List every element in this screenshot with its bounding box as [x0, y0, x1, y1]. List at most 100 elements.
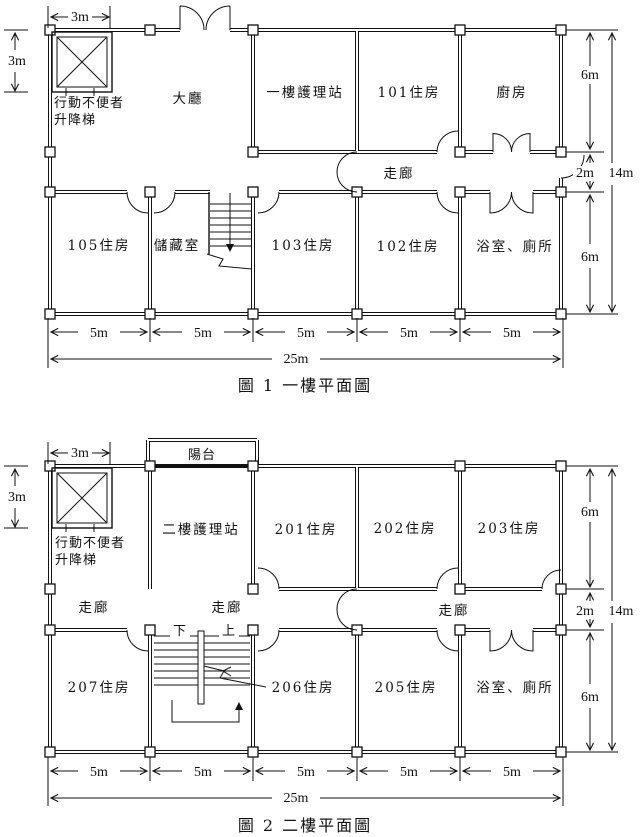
dim-bay-1: 5m — [90, 326, 108, 341]
column — [555, 624, 567, 636]
dim-upper-band: 6m — [581, 68, 599, 83]
entrance-double-door — [179, 5, 231, 31]
figure2-caption: 圖 2 二樓平面圖 — [238, 816, 372, 835]
bathroom-double-door — [489, 191, 534, 214]
column — [44, 460, 56, 472]
room-label-105: 105住房 — [68, 238, 131, 254]
f2-walls — [48, 438, 563, 754]
dim-elevator-width: 3m — [71, 10, 89, 25]
dim-elevator-height: 3m — [8, 54, 26, 69]
column — [44, 308, 56, 320]
bathroom-double-door — [489, 629, 534, 652]
dim-elevator-height: 3m — [8, 490, 26, 505]
column — [247, 186, 259, 198]
dim-bay-5: 5m — [503, 765, 521, 780]
dim-bay-4: 5m — [400, 765, 418, 780]
column — [144, 186, 156, 198]
f1-walls — [48, 28, 563, 316]
dim-total-depth: 14m — [609, 604, 634, 619]
column — [454, 746, 466, 758]
f1-staircase — [206, 192, 253, 270]
corridor-fire-door — [336, 151, 358, 193]
column — [144, 460, 156, 472]
f1-elevator-shaft-icon — [51, 31, 113, 96]
column — [247, 24, 259, 36]
dim-bay-1: 5m — [90, 765, 108, 780]
elevator-label-line1: 行動不便者 — [54, 96, 124, 111]
corridor-label-left: 走廊 — [79, 599, 110, 616]
room-label-206: 206住房 — [272, 680, 335, 696]
room-label-201: 201住房 — [275, 522, 338, 538]
door-storage — [153, 191, 176, 214]
column — [454, 24, 466, 36]
door-room206 — [257, 629, 280, 652]
f2-doors — [126, 567, 562, 652]
column — [454, 460, 466, 472]
dim-lower-band: 6m — [581, 690, 599, 705]
column — [247, 460, 259, 472]
column — [144, 24, 156, 36]
column — [247, 624, 259, 636]
column — [44, 583, 56, 595]
column — [44, 24, 56, 36]
column — [247, 146, 259, 158]
column — [144, 746, 156, 758]
corridor-label-mid: 走廊 — [212, 599, 243, 616]
f2-staircase — [154, 630, 267, 723]
room-label-bathroom: 浴室、廁所 — [476, 679, 554, 696]
column — [144, 308, 156, 320]
dim-bay-3: 5m — [297, 765, 315, 780]
column — [555, 24, 567, 36]
column — [555, 186, 567, 198]
dim-bay-4: 5m — [400, 326, 418, 341]
column — [454, 308, 466, 320]
corridor-fire-door — [336, 588, 358, 631]
door-room102 — [436, 191, 459, 214]
room-label-202: 202住房 — [374, 521, 437, 537]
dim-bay-2: 5m — [194, 765, 212, 780]
dim-bay-3: 5m — [297, 326, 315, 341]
column — [555, 460, 567, 472]
kitchen-double-door — [492, 132, 531, 153]
column — [247, 746, 259, 758]
figure1-caption: 圖 1 一樓平面圖 — [238, 376, 372, 395]
door-room101 — [436, 130, 459, 153]
room-label-102: 102住房 — [377, 239, 440, 255]
column — [44, 624, 56, 636]
f1-dimensions: 3m 3m 6m 2m 14m 6m 5m — [4, 6, 641, 368]
column — [555, 746, 567, 758]
f2-labels: 陽台 行動不便者 升降梯 二樓護理站 201住房 202住房 203住房 走廊 … — [55, 448, 554, 835]
column — [247, 583, 259, 595]
column — [144, 624, 156, 636]
column — [555, 308, 567, 320]
room-label-kitchen: 廚房 — [497, 84, 528, 101]
room-label-205: 205住房 — [375, 680, 438, 696]
door-room201 — [257, 567, 280, 590]
dim-upper-band: 6m — [581, 505, 599, 520]
column — [454, 146, 466, 158]
room-label-nurse-station: 一樓護理站 — [266, 85, 344, 101]
figure2-plan: 3m 3m 6m 2m 14m 6m 5m — [4, 438, 641, 835]
column — [454, 186, 466, 198]
stair-down-label: 下 — [173, 624, 187, 639]
balcony-label: 陽台 — [188, 448, 216, 463]
dim-total-depth: 14m — [609, 166, 634, 181]
figure1-plan: 3m 3m 6m 2m 14m 6m 5m — [4, 5, 641, 395]
f2-dimensions: 3m 3m 6m 2m 14m 6m 5m — [4, 442, 641, 806]
f1-labels: 行動不便者 升降梯 大廳 一樓護理站 101住房 廚房 走廊 105住房 儲藏室… — [54, 84, 554, 395]
column — [44, 746, 56, 758]
room-label-bathroom: 浴室、廁所 — [476, 238, 554, 255]
stair-up-label: 上 — [222, 624, 236, 639]
corridor-label-right: 走廊 — [439, 602, 470, 619]
elevator-label-line2: 升降梯 — [55, 553, 97, 568]
f2-elevator-shaft-icon — [51, 467, 113, 532]
door-room203 — [541, 569, 562, 590]
room-label-207: 207住房 — [68, 680, 131, 696]
dim-lower-band: 6m — [581, 250, 599, 265]
column — [555, 583, 567, 595]
column — [555, 146, 567, 158]
door-room207 — [126, 629, 149, 652]
room-label-storage: 儲藏室 — [154, 237, 201, 254]
